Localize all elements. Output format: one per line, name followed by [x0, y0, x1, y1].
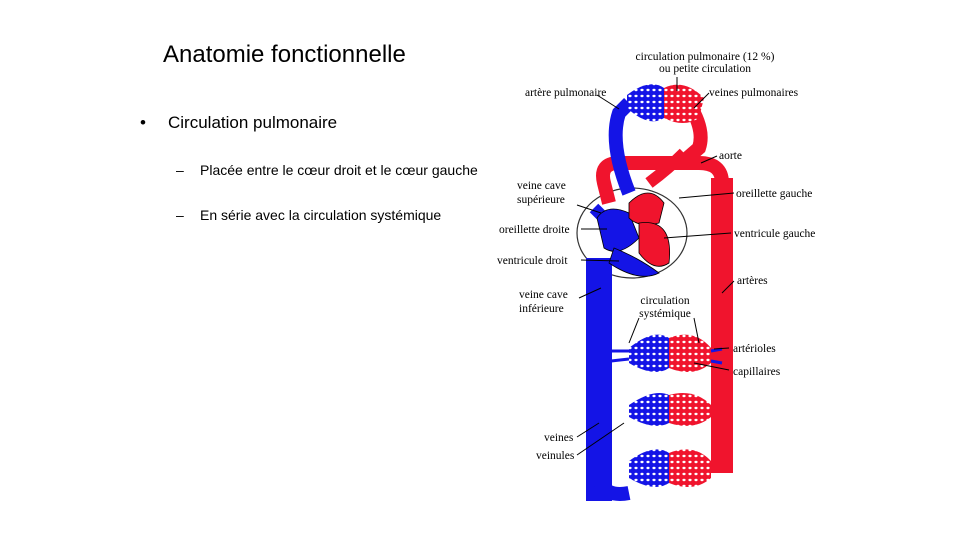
sub-bullet-text: En série avec la circulation systémique	[200, 207, 442, 223]
bullet-item: • Circulation pulmonaire	[140, 112, 490, 134]
label-right-ventricle: ventricule droit	[497, 255, 568, 267]
pulmonary-vein-return	[645, 148, 689, 188]
label-svc-1: veine cave	[517, 180, 566, 192]
bullet-text: Circulation pulmonaire	[168, 113, 338, 132]
sub-bullet-item: – En série avec la circulation systémiqu…	[140, 205, 490, 226]
systemic-capillary-bed-1	[610, 334, 723, 372]
label-pulmonary-veins: veines pulmonaires	[709, 87, 799, 99]
sub-bullet-text: Placée entre le cœur droit et le cœur ga…	[200, 162, 478, 178]
label-systemic-1: circulation	[640, 295, 689, 307]
sub-bullet-dash: –	[176, 162, 184, 178]
sub-bullet-item: – Placée entre le cœur droit et le cœur …	[140, 160, 490, 181]
label-left-ventricle: ventricule gauche	[734, 228, 815, 240]
label-venules: veinules	[536, 450, 575, 462]
circulation-diagram: circulation pulmonaire (12 %) ou petite …	[489, 33, 831, 501]
label-pulmonary-artery: artère pulmonaire	[525, 87, 606, 99]
label-svc-2: supérieure	[517, 194, 565, 206]
label-systemic-2: systémique	[639, 308, 691, 320]
label-left-atrium: oreillette gauche	[736, 188, 812, 200]
bullet-list: • Circulation pulmonaire – Placée entre …	[140, 112, 490, 226]
label-capillaries: capillaires	[733, 366, 781, 378]
sub-bullet-dash: –	[176, 207, 184, 223]
page-title: Anatomie fonctionnelle	[163, 41, 406, 68]
pulmonary-artery	[608, 98, 636, 196]
systemic-capillary-bed-2	[629, 392, 711, 426]
venous-bottom-return	[592, 475, 631, 501]
left-ventricle	[638, 222, 671, 267]
bullet-dot: •	[140, 113, 146, 132]
label-arteries: artères	[737, 275, 768, 287]
label-arterioles: artérioles	[733, 343, 776, 355]
label-pulmonary-circulation: circulation pulmonaire (12 %)	[636, 51, 775, 63]
left-atrium	[628, 192, 665, 226]
leader-lines	[576, 77, 735, 456]
label-ivc-1: veine cave	[519, 289, 568, 301]
pulmonary-capillary-bed	[627, 84, 704, 123]
systemic-capillary-bed-3	[629, 449, 711, 487]
label-small-circulation: ou petite circulation	[659, 63, 751, 75]
label-veins: veines	[544, 432, 574, 444]
label-right-atrium: oreillette droite	[499, 224, 570, 236]
label-ivc-2: inférieure	[519, 303, 564, 315]
label-aorta: aorte	[719, 150, 742, 162]
right-ventricle	[608, 247, 660, 277]
